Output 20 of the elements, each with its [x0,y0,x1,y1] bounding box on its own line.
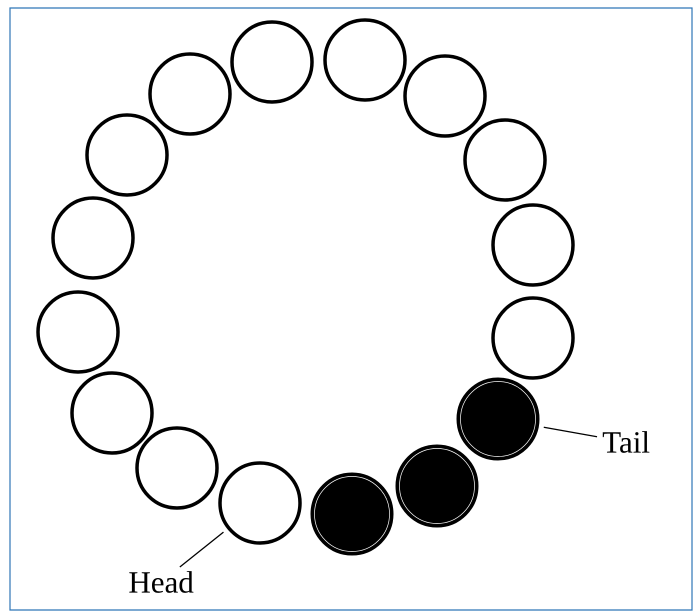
empty-circle [403,54,487,138]
filled-circle [456,378,540,460]
empty-circle [51,196,135,280]
empty-circle [85,113,169,197]
empty-circle [230,20,314,104]
label-text: Head [129,571,194,593]
leader-line [544,426,598,438]
leader-line [179,532,224,568]
empty-circle [491,296,575,380]
label-text: Tail [602,431,650,453]
empty-circle [135,426,219,510]
empty-circle [323,18,407,102]
empty-circle [148,52,232,136]
empty-circle [218,461,302,545]
filled-circle [310,472,394,556]
empty-circle [491,203,575,287]
empty-circle [463,118,547,202]
empty-circle [36,290,120,374]
empty-circle [70,371,154,455]
filled-circle [396,444,478,528]
